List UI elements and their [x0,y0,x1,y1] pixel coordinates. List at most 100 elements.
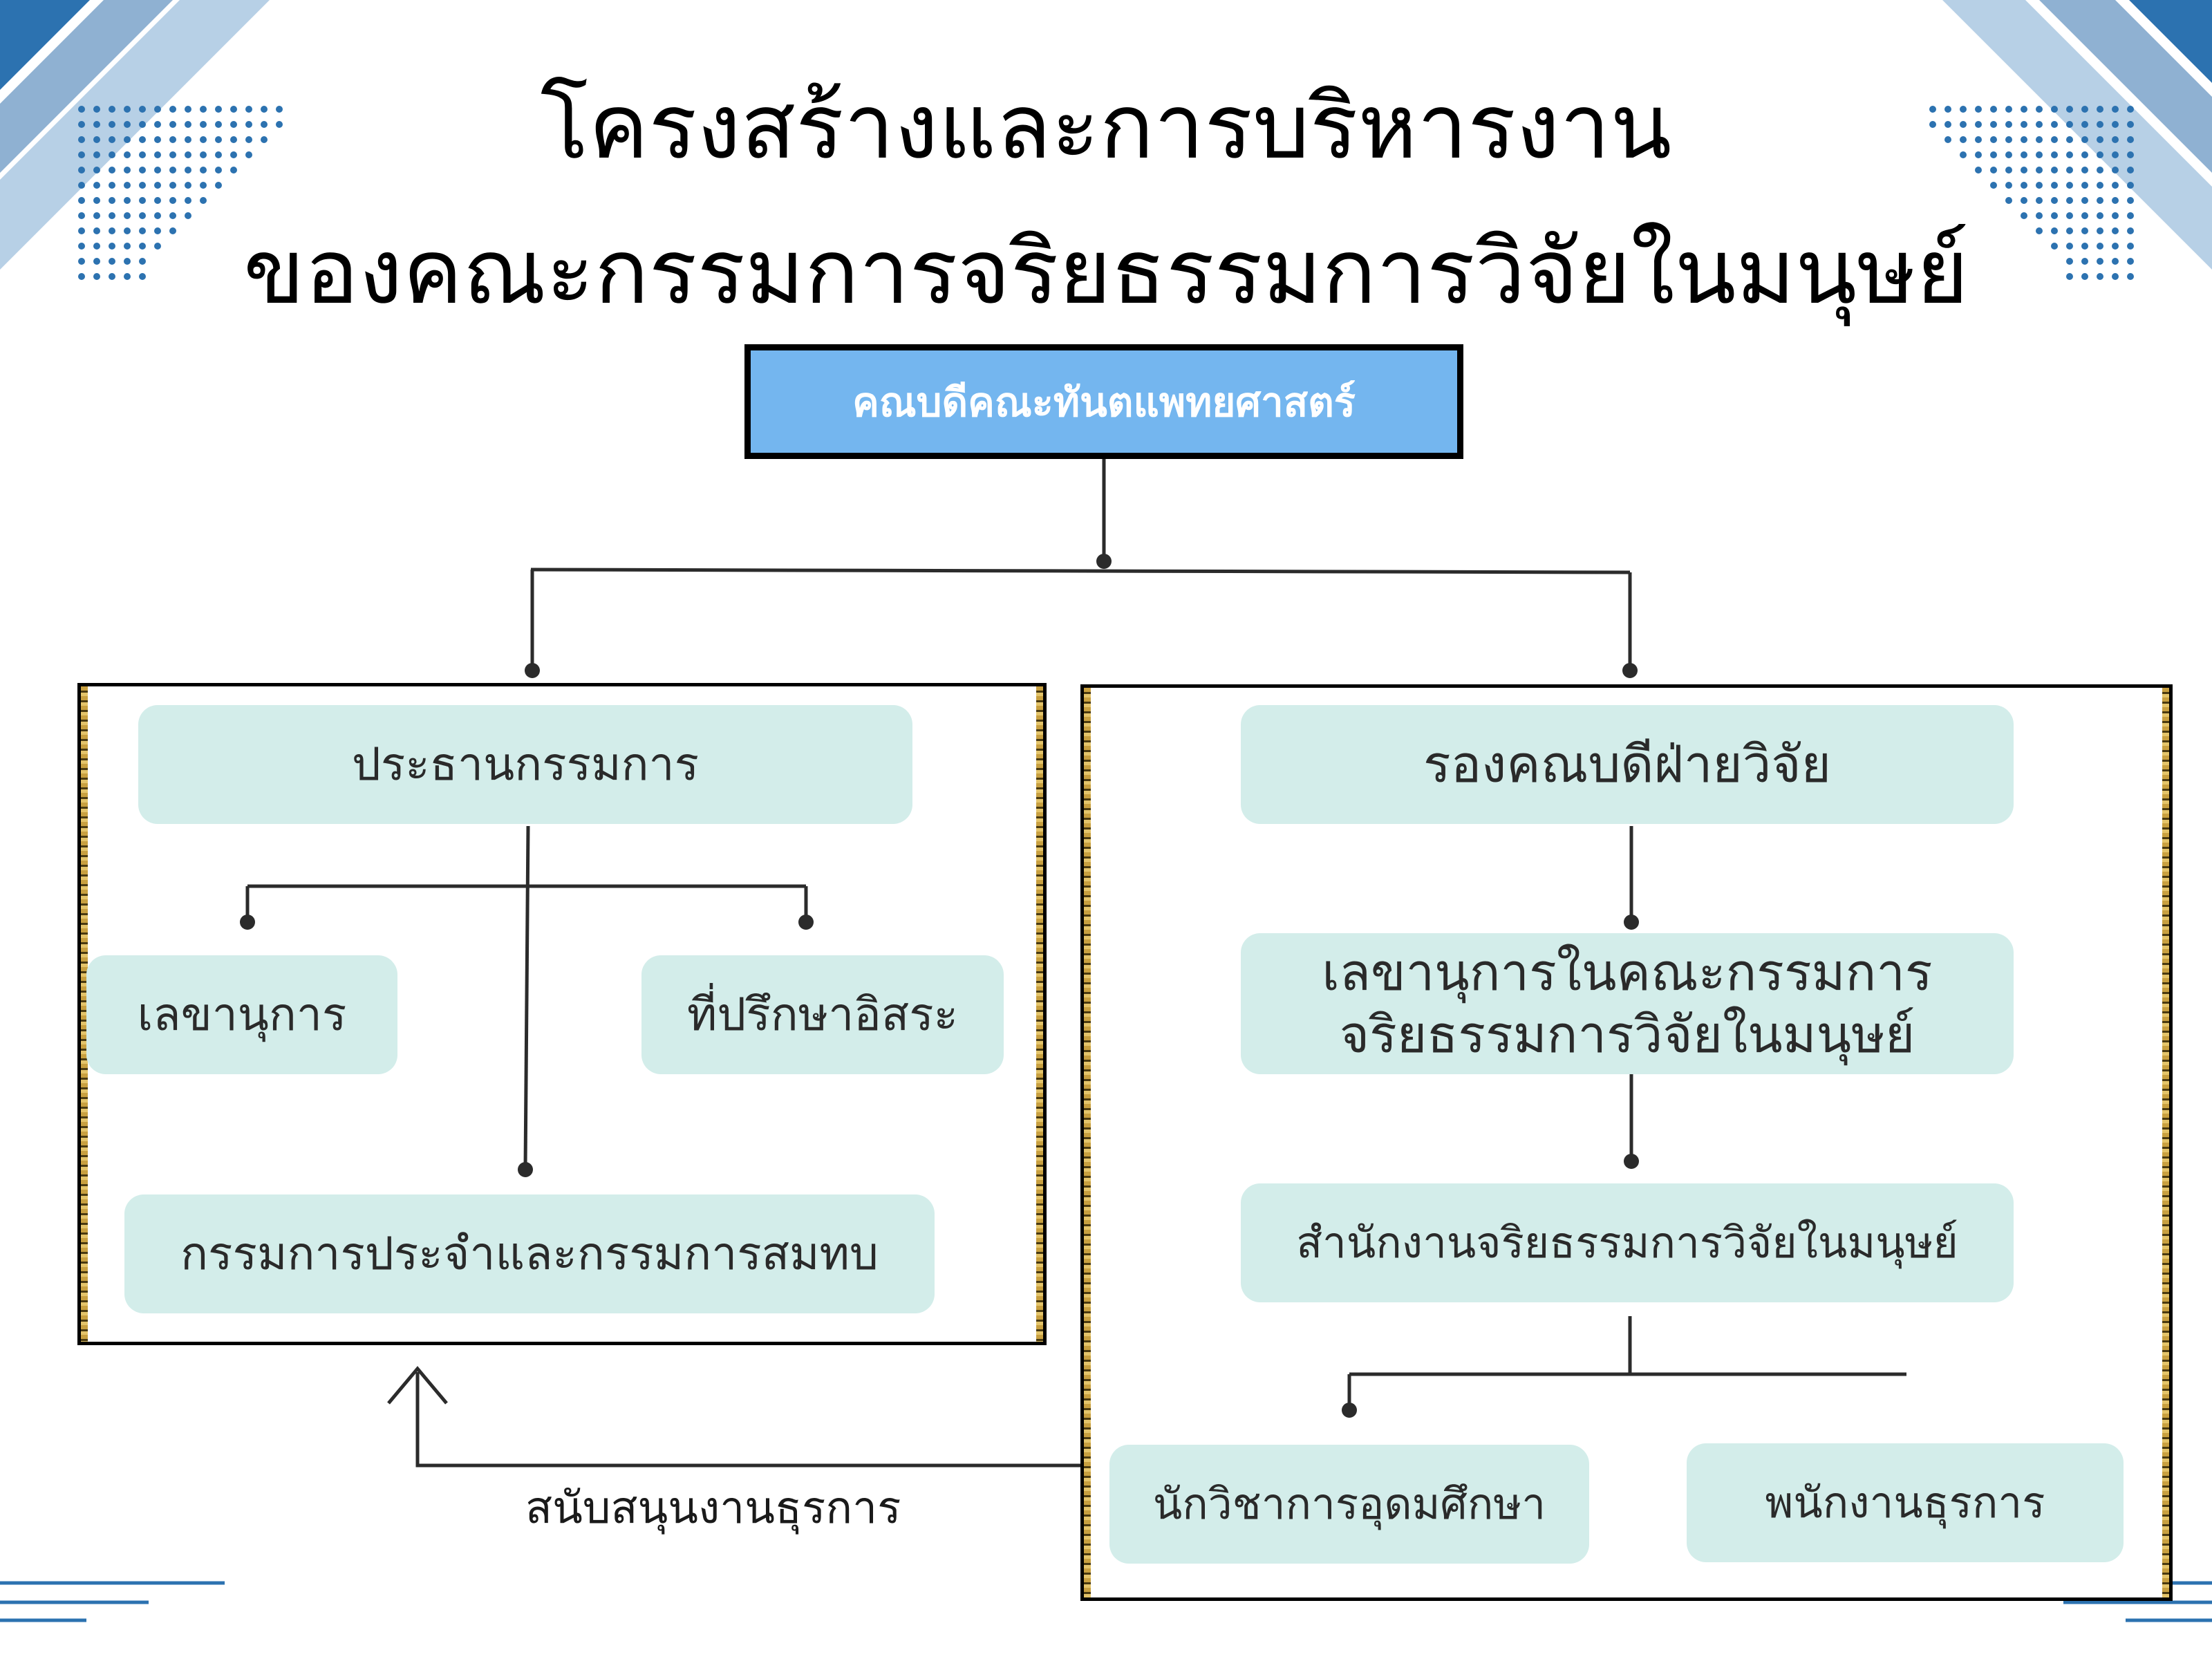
decor-dot [78,167,85,174]
decor-dot [78,197,85,204]
decor-dot [124,106,131,113]
decor-dot [276,106,283,113]
decor-dot [1990,136,1997,143]
dean-node: คณบดีคณะทันตแพทยศาสตร์ [744,344,1463,459]
decor-dot-grid [1929,106,2134,280]
decor-dot [139,227,146,234]
committee-secretary-node: เลขานุการในคณะกรรมการ จริยธรรมการวิจัยใน… [1241,933,2014,1074]
connector-dot [1624,915,1639,930]
decor-dot [2051,167,2058,174]
decor-dot [154,227,161,234]
decor-dot [2081,167,2088,174]
decor-dot [154,197,161,204]
decor-dot [78,212,85,219]
decor-dot [154,136,161,143]
decor-stripe [0,0,270,270]
decor-dot [2066,212,2073,219]
staff-node: พนักงานธุรการ [1687,1443,2124,1562]
decor-dot [93,106,100,113]
decor-dot [2081,243,2088,250]
decor-dot [2066,121,2073,128]
decor-dot [2051,151,2058,158]
decor-dot [124,258,131,265]
decor-dot [109,151,115,158]
committee-secretary-line-2: จริยธรรมการวิจัยในมนุษย์ [1339,1005,1915,1065]
decor-dot [2112,121,2119,128]
decor-stripe [0,0,90,90]
decor-dot [2081,106,2088,113]
panel-gold-border [1036,686,1043,1342]
connector-dot [798,915,814,930]
decor-dot [2036,227,2043,234]
decor-dot [2066,151,2073,158]
decor-dot [2036,136,2043,143]
connector-dot [1624,1154,1639,1169]
decor-dot [124,151,131,158]
decor-stripe [2039,0,2212,173]
decor-dot [139,243,146,250]
decor-dot [154,106,161,113]
decor-dot [245,106,252,113]
decor-dot [1990,106,1997,113]
decor-dot [2005,136,2012,143]
decor-dot-grid [78,106,283,280]
decor-dot [78,136,85,143]
decor-dot [185,106,191,113]
decor-dot [185,167,191,174]
decor-dot [109,197,115,204]
decor-dot [139,106,146,113]
decor-dot [139,136,146,143]
support-label: สนับสนุนงานธุรการ [525,1483,901,1534]
decor-dot [2081,227,2088,234]
decor-dot [78,151,85,158]
decor-dot [2081,212,2088,219]
decor-dot [230,151,237,158]
decor-dot [93,197,100,204]
decor-dot [2005,197,2012,204]
decor-dot [2112,136,2119,143]
decor-dot [2127,182,2134,189]
decor-dot [1990,121,1997,128]
decor-dot [109,227,115,234]
decor-dot [185,182,191,189]
decor-dot [2036,182,2043,189]
decor-dot [2097,243,2103,250]
decor-dot [93,212,100,219]
decor-dot [154,212,161,219]
decor-dot [2112,167,2119,174]
decor-dot [109,106,115,113]
decor-dot [2127,151,2134,158]
decor-dot [2127,167,2134,174]
decor-dot [1960,151,1967,158]
vice-dean-node: รองคณบดีฝ่ายวิจัย [1241,705,2014,824]
decor-dot [230,167,237,174]
decor-dot [124,136,131,143]
decor-dot [93,243,100,250]
decor-dot [93,273,100,280]
decor-dot [2127,212,2134,219]
decor-dot [1960,136,1967,143]
decor-dot [1929,121,1936,128]
decor-dot [245,136,252,143]
decor-dot [2066,167,2073,174]
decor-dot [139,273,146,280]
decor-dot [2112,197,2119,204]
decor-dot [2097,136,2103,143]
decor-dot [2051,212,2058,219]
decor-dot [2127,273,2134,280]
decor-dot [2066,197,2073,204]
decor-dot [2097,273,2103,280]
decor-dot [124,273,131,280]
decor-dot [124,227,131,234]
decor-dot [2081,136,2088,143]
decor-dot [78,227,85,234]
panel-gold-border [1084,688,1091,1597]
decor-dot [261,136,268,143]
decor-stripe [0,0,173,173]
decor-dot [2112,258,2119,265]
decor-dot [2081,121,2088,128]
decor-dot [230,121,237,128]
decor-dot [200,106,207,113]
